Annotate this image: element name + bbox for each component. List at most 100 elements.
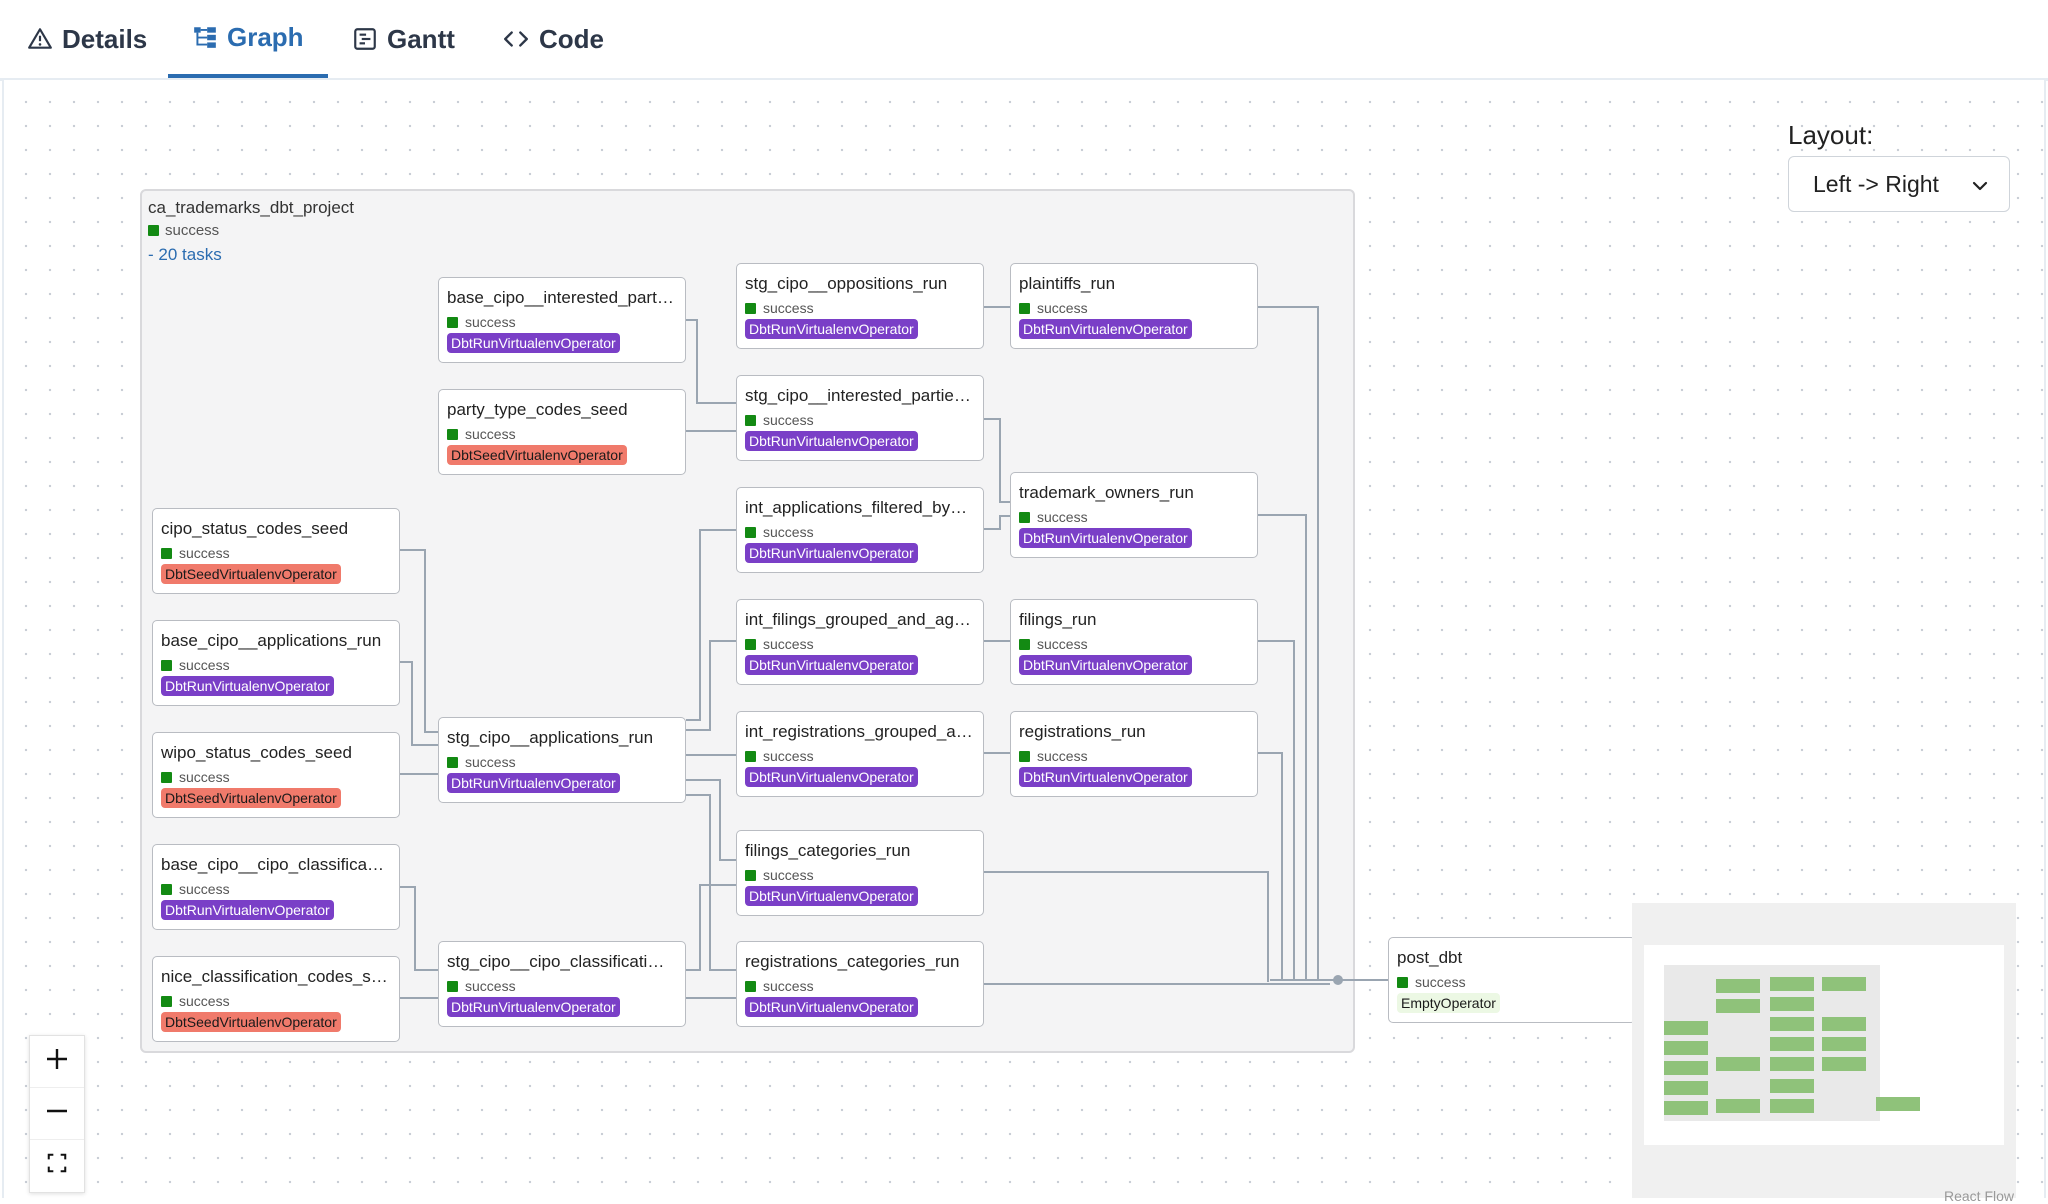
zoom-controls (29, 1035, 85, 1193)
node-status: success (1019, 636, 1088, 652)
fit-view-button[interactable] (30, 1140, 84, 1191)
task-node-registrations-categories-run[interactable]: registrations_categories_run success Dbt… (736, 941, 984, 1027)
success-indicator (161, 771, 172, 783)
task-node-int-registrations-grouped[interactable]: int_registrations_grouped_a… success Dbt… (736, 711, 984, 797)
react-flow-attribution[interactable]: React Flow (1944, 1188, 2015, 1204)
task-node-stg-cipo-interested-parties[interactable]: stg_cipo__interested_partie… success Dbt… (736, 375, 984, 461)
tab-code[interactable]: Code (502, 0, 604, 78)
task-node-int-applications-filtered[interactable]: int_applications_filtered_by… success Db… (736, 487, 984, 573)
node-title: int_applications_filtered_by… (745, 498, 968, 517)
tab-details[interactable]: Details (27, 0, 147, 78)
node-title: nice_classification_codes_s… (161, 967, 388, 986)
group-tasks-link[interactable]: - 20 tasks (148, 245, 222, 264)
operator-badge: DbtRunVirtualenvOperator (745, 886, 918, 906)
operator-badge: DbtRunVirtualenvOperator (745, 655, 918, 675)
node-status-text: success (1037, 509, 1088, 525)
node-status: success (745, 636, 814, 652)
zoom-out-button[interactable] (30, 1088, 84, 1140)
node-status-text: success (763, 300, 814, 316)
node-status-text: success (1037, 636, 1088, 652)
node-title: filings_categories_run (745, 841, 911, 860)
minimap-node (1770, 1017, 1814, 1031)
task-node-filings-categories-run[interactable]: filings_categories_run success DbtRunVir… (736, 830, 984, 916)
operator-badge: DbtRunVirtualenvOperator (745, 767, 918, 787)
node-status: success (447, 754, 516, 770)
node-title: trademark_owners_run (1019, 483, 1194, 502)
minimap-node (1664, 1101, 1708, 1115)
gantt-icon (352, 26, 378, 52)
task-node-wipo-status-codes-seed[interactable]: wipo_status_codes_seed success DbtSeedVi… (152, 732, 400, 818)
minimap[interactable] (1632, 903, 2016, 1198)
task-node-stg-cipo-cipo-classifications[interactable]: stg_cipo__cipo_classificati… success Dbt… (438, 941, 686, 1027)
operator-badge: DbtRunVirtualenvOperator (1019, 767, 1192, 787)
operator-badge: DbtRunVirtualenvOperator (1019, 528, 1192, 548)
task-node-stg-cipo-oppositions-run[interactable]: stg_cipo__oppositions_run success DbtRun… (736, 263, 984, 349)
node-status-text: success (763, 636, 814, 652)
task-node-base-cipo-interested-parties[interactable]: base_cipo__interested_part… success DbtR… (438, 277, 686, 363)
node-status-text: success (179, 545, 230, 561)
task-node-registrations-run[interactable]: registrations_run success DbtRunVirtuale… (1010, 711, 1258, 797)
node-status: success (447, 978, 516, 994)
node-title: registrations_categories_run (745, 952, 960, 971)
node-status-text: success (465, 426, 516, 442)
operator-badge: DbtRunVirtualenvOperator (745, 543, 918, 563)
operator-badge: DbtRunVirtualenvOperator (447, 333, 620, 353)
node-title: party_type_codes_seed (447, 400, 628, 419)
zoom-in-button[interactable] (30, 1036, 84, 1088)
task-node-int-filings-grouped[interactable]: int_filings_grouped_and_ag… success DbtR… (736, 599, 984, 685)
node-status: success (1019, 509, 1088, 525)
group-status: success (148, 222, 219, 239)
task-node-stg-cipo-applications-run[interactable]: stg_cipo__applications_run success DbtRu… (438, 717, 686, 803)
success-indicator (447, 316, 458, 328)
node-title: int_registrations_grouped_a… (745, 722, 973, 741)
plus-icon (45, 1047, 69, 1076)
task-node-plaintiffs-run[interactable]: plaintiffs_run success DbtRunVirtualenvO… (1010, 263, 1258, 349)
operator-badge: DbtSeedVirtualenvOperator (161, 788, 341, 808)
task-node-filings-run[interactable]: filings_run success DbtRunVirtualenvOper… (1010, 599, 1258, 685)
operator-badge: DbtRunVirtualenvOperator (447, 773, 620, 793)
node-title: plaintiffs_run (1019, 274, 1116, 293)
tab-graph[interactable]: Graph (168, 0, 328, 78)
node-status: success (745, 748, 814, 764)
task-node-trademark-owners-run[interactable]: trademark_owners_run success DbtRunVirtu… (1010, 472, 1258, 558)
operator-badge: DbtRunVirtualenvOperator (1019, 319, 1192, 339)
success-indicator (148, 225, 159, 236)
tab-gantt[interactable]: Gantt (352, 0, 455, 78)
task-node-post-dbt[interactable]: post_dbt success EmptyOperator (1388, 937, 1636, 1023)
node-status: success (1019, 748, 1088, 764)
node-title: stg_cipo__applications_run (447, 728, 654, 747)
success-indicator (1397, 976, 1408, 988)
node-status-text: success (465, 978, 516, 994)
layout-select[interactable]: Left -> Right (1788, 156, 2010, 212)
success-indicator (447, 980, 458, 992)
minus-icon (45, 1099, 69, 1128)
success-indicator (161, 547, 172, 559)
task-node-cipo-status-codes-seed[interactable]: cipo_status_codes_seed success DbtSeedVi… (152, 508, 400, 594)
node-status: success (161, 545, 230, 561)
task-node-nice-classification-codes-seed[interactable]: nice_classification_codes_s… success Dbt… (152, 956, 400, 1042)
node-title: base_cipo__interested_part… (447, 288, 674, 307)
node-status-text: success (763, 748, 814, 764)
minimap-node (1664, 1061, 1708, 1075)
minimap-node (1716, 1057, 1760, 1071)
node-status-text: success (179, 881, 230, 897)
minimap-node (1822, 1017, 1866, 1031)
group-title: ca_trademarks_dbt_project (148, 198, 355, 217)
layout-label: Layout: (1788, 120, 1874, 150)
node-status-text: success (1037, 300, 1088, 316)
operator-badge: DbtRunVirtualenvOperator (447, 997, 620, 1017)
operator-badge: DbtSeedVirtualenvOperator (161, 564, 341, 584)
success-indicator (745, 869, 756, 881)
task-node-base-cipo-applications-run[interactable]: base_cipo__applications_run success DbtR… (152, 620, 400, 706)
minimap-node (1822, 977, 1866, 991)
node-status: success (161, 657, 230, 673)
node-status-text: success (763, 524, 814, 540)
node-status-text: success (1037, 748, 1088, 764)
task-node-party-type-codes-seed[interactable]: party_type_codes_seed success DbtSeedVir… (438, 389, 686, 475)
tab-label: Details (62, 23, 148, 54)
success-indicator (1019, 511, 1030, 523)
minimap-node (1822, 1037, 1866, 1051)
node-status-text: success (763, 412, 814, 428)
graph-icon (192, 24, 218, 50)
task-node-base-cipo-cipo-classifica[interactable]: base_cipo__cipo_classifica… success DbtR… (152, 844, 400, 930)
